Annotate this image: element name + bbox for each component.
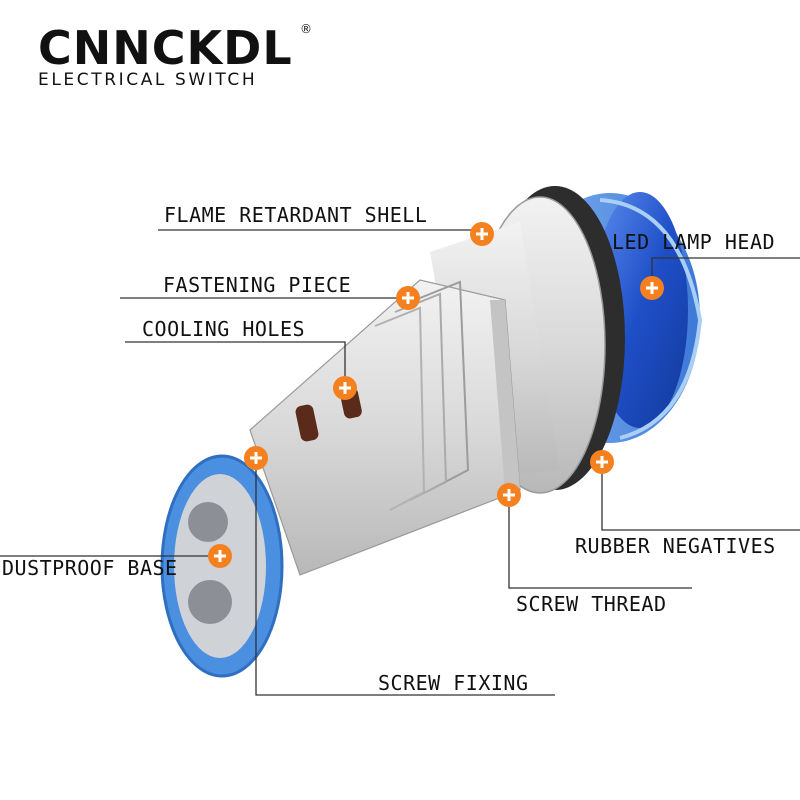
leader-screw-thread [508,495,692,589]
marker-rubber-negatives [590,450,614,474]
registered-mark: ® [300,22,312,36]
marker-screw-thread [497,483,521,507]
label-fastening-piece: FASTENING PIECE [163,273,352,297]
markers [208,222,664,568]
marker-flame-retardant-shell [470,222,494,246]
leader-screw-fixing [255,458,555,696]
label-rubber-negatives: RUBBER NEGATIVES [575,534,776,558]
brand-logo: CNNCKDL ELECTRICAL SWITCH [38,24,293,90]
threaded-body-part [249,279,521,576]
marker-fastening-piece [396,286,420,310]
leader-rubber-negatives [601,462,800,531]
marker-dustproof-base [208,544,232,568]
marker-screw-fixing [244,446,268,470]
marker-led-lamp-head [640,276,664,300]
brand-name: CNNCKDL [38,21,293,75]
label-cooling-holes: COOLING HOLES [142,317,306,341]
label-flame-retardant-shell: FLAME RETARDANT SHELL [164,203,428,227]
label-screw-fixing: SCREW FIXING [378,671,529,695]
label-led-lamp-head: LED LAMP HEAD [612,230,776,254]
leader-cooling-holes [125,341,346,388]
marker-cooling-holes [333,376,357,400]
brand-tagline: ELECTRICAL SWITCH [38,70,258,90]
label-dustproof-base: DUSTPROOF BASE [2,556,178,580]
label-screw-thread: SCREW THREAD [516,592,667,616]
